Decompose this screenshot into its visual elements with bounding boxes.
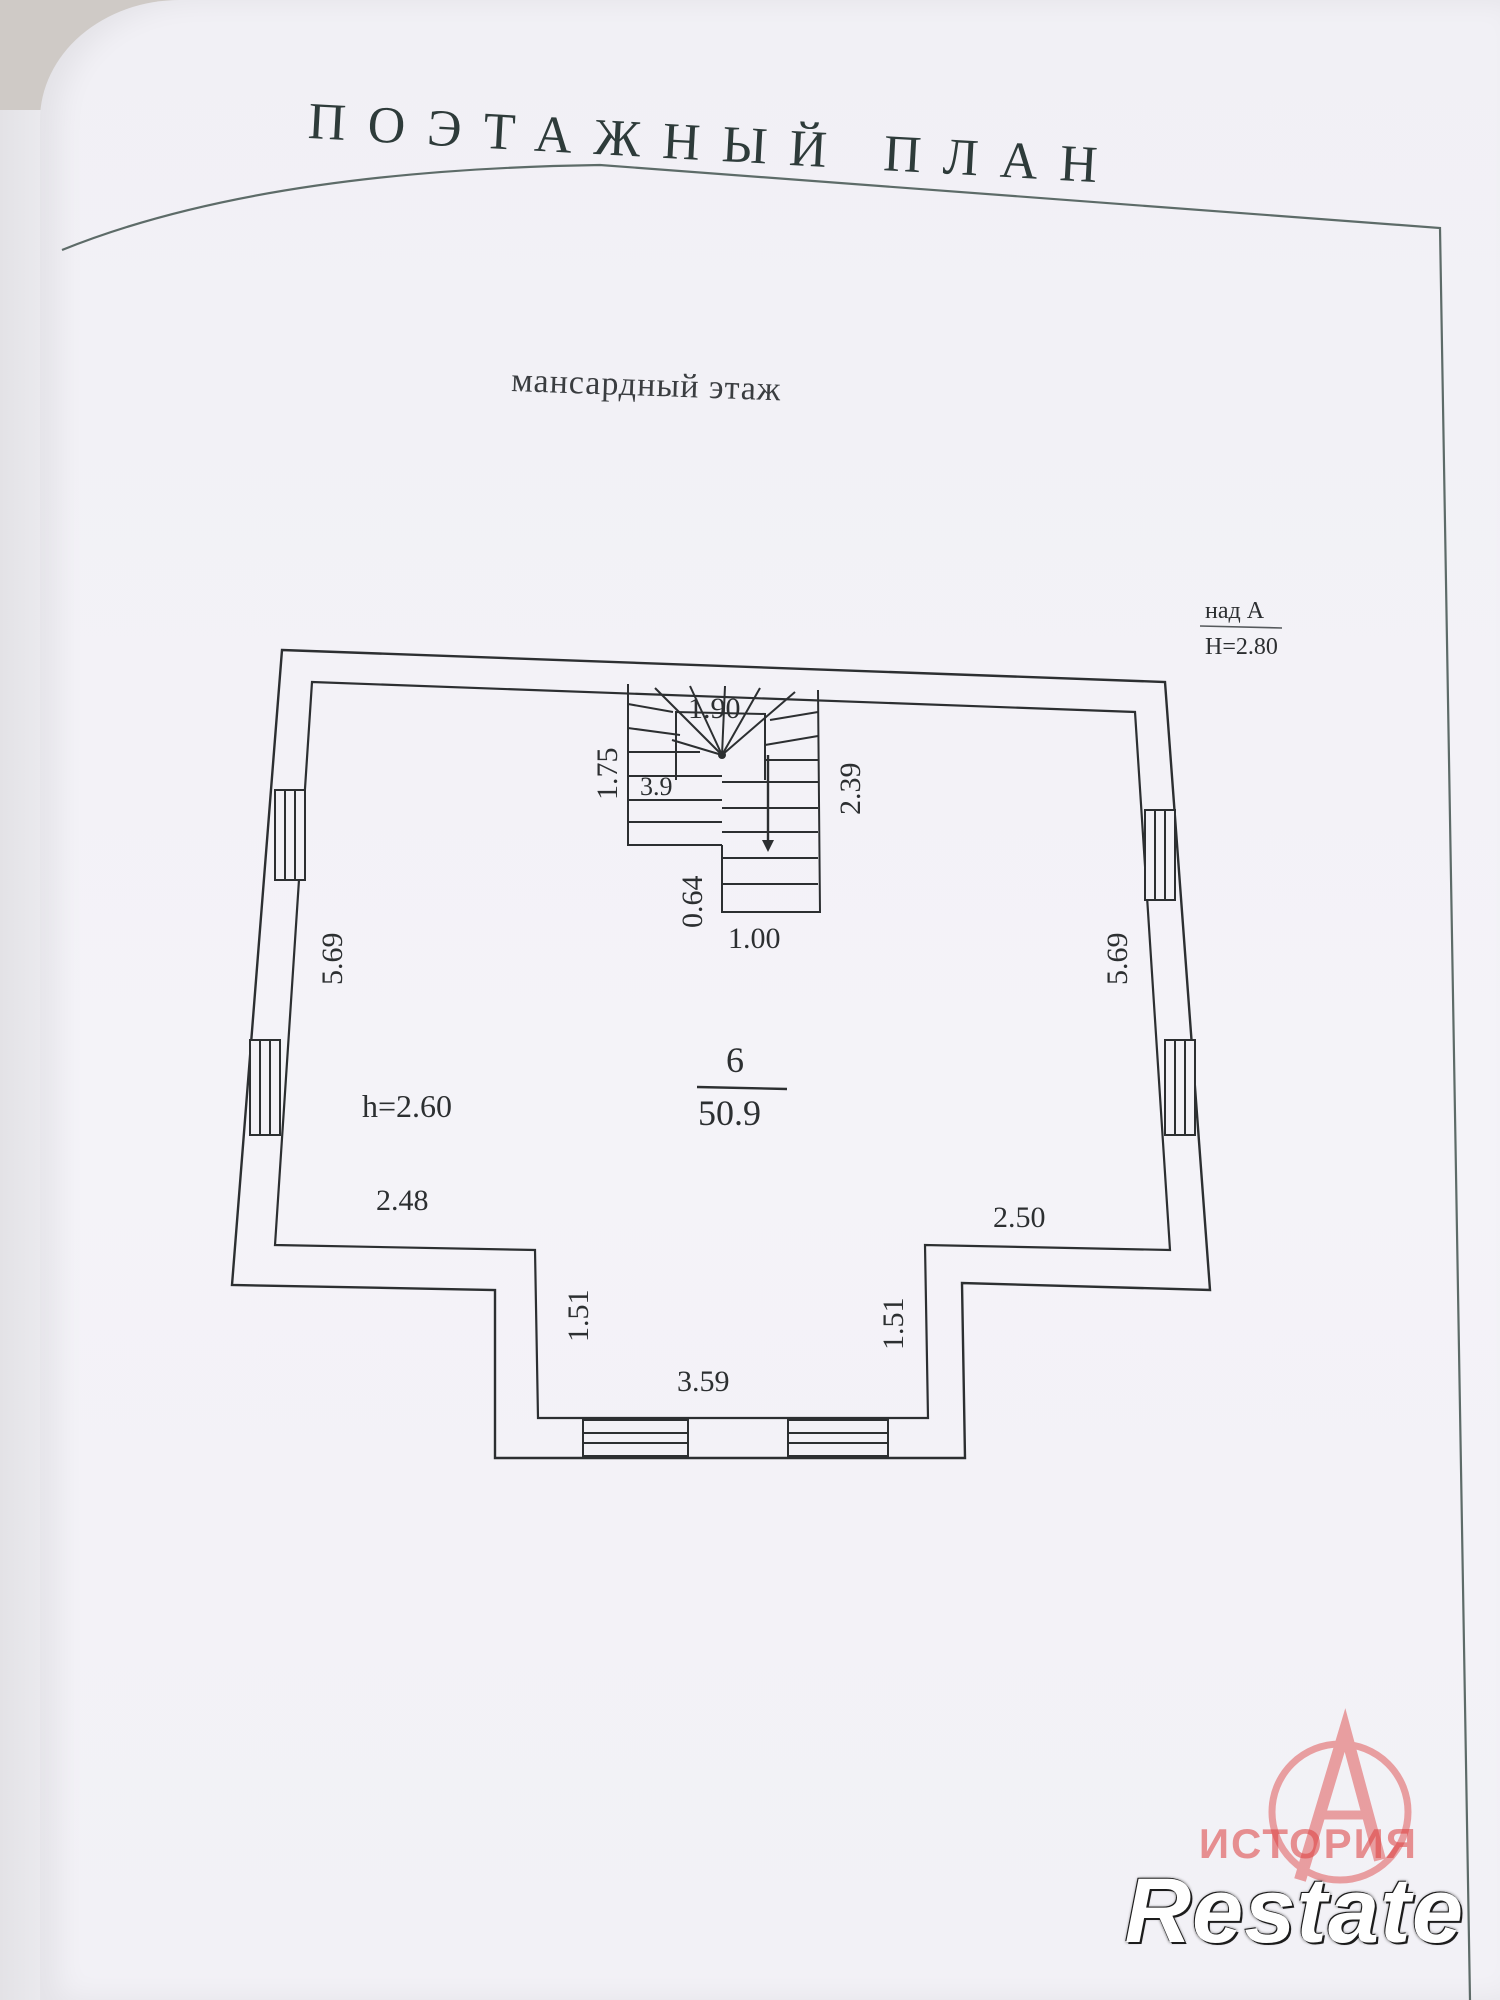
room-area: 50.9 <box>698 1093 761 1133</box>
watermark-agency: ИСТОРИЯ <box>1198 1820 1418 1867</box>
dim-bay-left-depth: 1.51 <box>562 1290 595 1343</box>
dim-bottom-left-ledge: 2.48 <box>376 1184 429 1217</box>
dim-bay-right-depth: 1.51 <box>877 1298 910 1351</box>
dim-stair-lower-depth: 0.64 <box>676 876 709 929</box>
staircase <box>627 684 822 913</box>
dim-stair-right-flight: 2.39 <box>834 763 867 816</box>
note-divider <box>1199 625 1283 629</box>
dim-bay-width: 3.59 <box>677 1365 730 1398</box>
note-height: Н=2.80 <box>1205 634 1278 660</box>
note-over-a: над А <box>1205 598 1265 624</box>
dim-right-wall: 5.69 <box>1101 933 1134 986</box>
outer-wall <box>230 648 1212 1460</box>
document-page <box>40 0 1500 2000</box>
window-bay-right <box>787 1419 889 1457</box>
header-frame-line <box>61 163 1472 2000</box>
dim-stair-top-width: 1.90 <box>688 692 741 725</box>
room-number: 6 <box>726 1040 744 1080</box>
dim-stair-bottom-width: 1.00 <box>728 922 781 955</box>
dim-stair-mid: 3.9 <box>640 772 673 801</box>
dim-left-wall: 5.69 <box>316 933 349 986</box>
window-left-lower <box>249 1039 281 1136</box>
window-right-upper <box>1144 809 1176 901</box>
dim-stair-left-flight: 1.75 <box>591 748 624 801</box>
watermark-brand: Restate <box>1124 1860 1464 1962</box>
room-fraction-line <box>696 1085 788 1091</box>
agency-logo <box>1268 1708 1412 1884</box>
window-left-upper <box>274 789 306 881</box>
room-ceiling-height: h=2.60 <box>362 1088 452 1124</box>
window-bay-left <box>582 1419 689 1457</box>
dim-bottom-right-ledge: 2.50 <box>993 1201 1046 1234</box>
inner-wall <box>273 680 1172 1420</box>
window-right-lower <box>1164 1039 1196 1136</box>
